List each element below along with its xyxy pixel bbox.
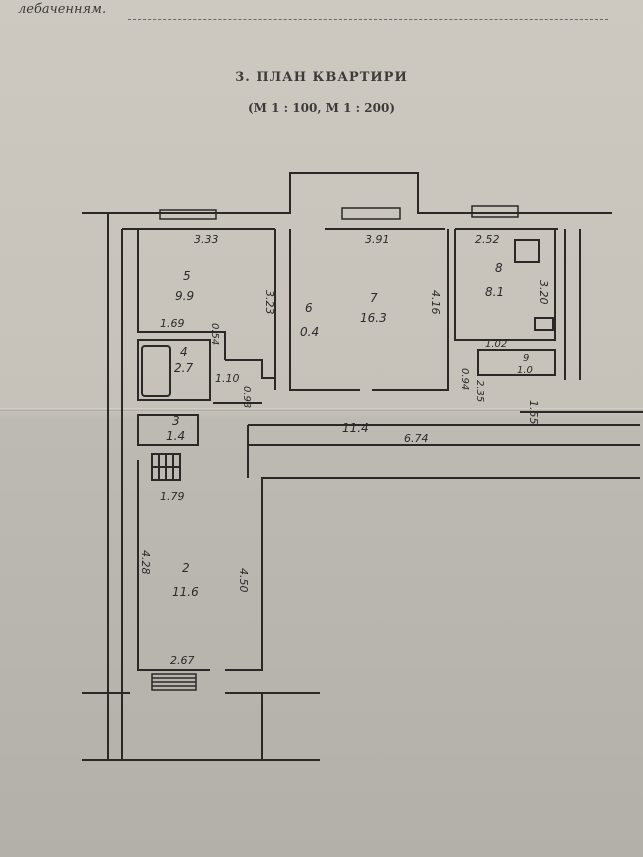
room-8-area: 8.1 [485,285,504,299]
room-9-number: 9 [523,353,529,364]
bathtub [141,345,171,397]
dim-r2-left: 4.28 [139,550,152,575]
dim-r5-bottom: 1.69 [160,317,185,330]
room-9-walls [477,349,556,376]
dim-r2-right: 4.50 [237,568,250,593]
room-7-area: 16.3 [360,311,387,325]
dim-r4-top: 0.54 [209,323,220,345]
room-7-number: 7 [370,291,378,305]
room-5-area: 9.9 [175,289,194,303]
room-9-area: 1.0 [517,365,533,376]
room-8-walls [454,229,556,341]
wall-bottom [82,692,320,761]
dim-r8-top: 2.52 [475,233,500,246]
room-5-number: 5 [183,269,191,283]
paper-fold [0,408,643,411]
dim-r6-left: 0.93 [241,386,252,408]
room-2-walls [137,460,640,671]
corridor-walls [213,402,643,426]
dim-r4-right: 1.10 [215,372,240,385]
dim-r8-right: 3.20 [537,280,550,305]
dim-corridor-right: 1.55 [527,400,540,425]
room-7-walls [289,229,449,391]
room-6-area: 0.4 [300,325,319,339]
dim-r2-top: 1.79 [160,490,185,503]
room-3-area: 1.4 [166,429,185,443]
room-8-corner [534,317,554,331]
room-6-number: 6 [305,301,313,315]
room-2-area: 11.6 [172,585,199,599]
dim-r7-right: 4.16 [429,290,442,315]
dim-r2-bottom: 2.67 [170,654,195,667]
top-rule [128,19,608,20]
wall-outer-top [82,172,612,214]
room-3-number: 3 [172,414,180,428]
room-4-area: 2.7 [174,361,193,375]
dim-corridor-top: 6.74 [404,432,429,445]
dim-r9-left-b: 2.35 [474,380,485,402]
room-4-number: 4 [180,345,188,359]
dim-r9-top: 1.02 [485,339,507,350]
stove [514,239,540,263]
window-room-7 [341,207,401,220]
plan-scale: (М 1 : 100, М 1 : 200) [248,101,395,115]
dim-r5-top: 3.33 [194,233,219,246]
room-6-walls [225,359,275,379]
window-room-5 [159,209,217,220]
dim-r5-right: 3.23 [263,290,276,315]
room-1-area: 11.4 [342,421,369,435]
dim-r7-top: 3.91 [365,233,390,246]
room-4-walls [137,339,211,401]
top-note: лебаченням. [18,2,107,17]
room-8-number: 8 [495,261,503,275]
plan-title: 3. ПЛАН КВАРТИРИ [235,70,408,85]
room-3-walls [137,414,199,446]
dim-r9-left-a: 0.94 [459,368,470,390]
room-2-number: 2 [182,561,190,575]
window-room-8 [471,205,519,218]
